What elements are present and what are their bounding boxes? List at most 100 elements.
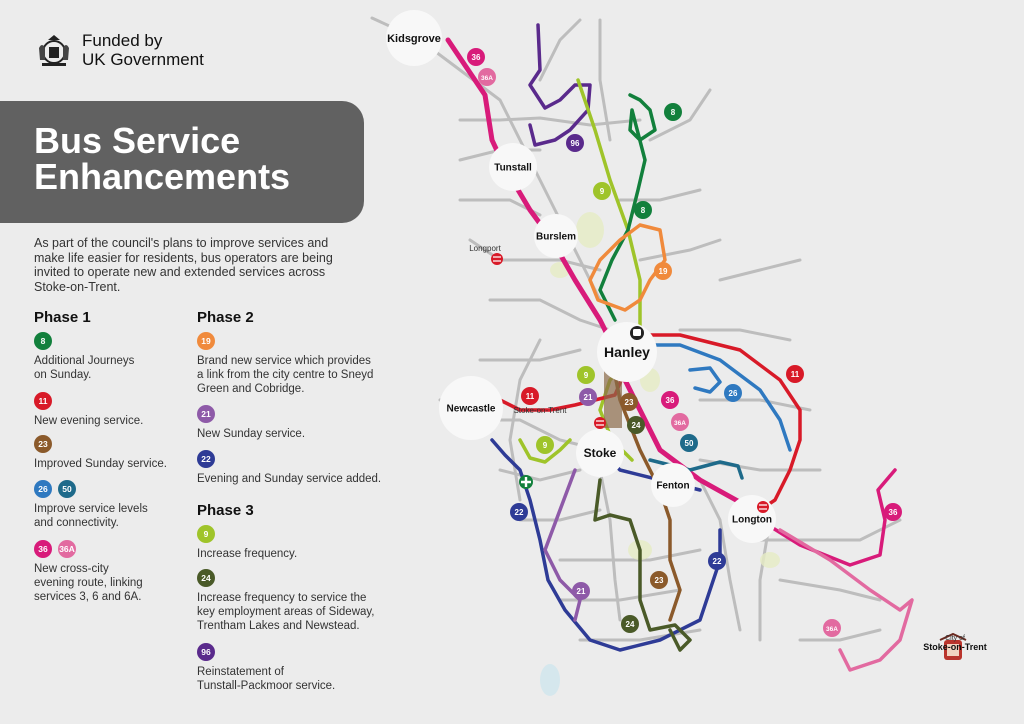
place-label: Longton: [732, 515, 772, 526]
map-route-badge: [478, 68, 496, 86]
route-36a-line: [778, 528, 914, 672]
map-route-number: 11: [526, 392, 535, 401]
bus-station-icon: [630, 326, 644, 340]
map-route-number: 36: [472, 53, 481, 62]
route-badge: 8: [34, 332, 52, 350]
footer-line1: City of: [945, 635, 965, 642]
map-route-badge: [620, 393, 638, 411]
map-route-badge: [579, 388, 597, 406]
map-route-number: 23: [625, 398, 634, 407]
map-route-number: 21: [584, 393, 593, 402]
place-label: Kidsgrove: [387, 33, 441, 45]
route-8-line: [598, 93, 657, 322]
route-26-line: [638, 343, 792, 452]
map-route-badge: [510, 503, 528, 521]
map-route-badge: [467, 48, 485, 66]
place-label: Newcastle: [447, 404, 496, 415]
route-24-line: [593, 478, 692, 652]
page-title: Bus Service Enhancements: [34, 120, 291, 197]
map-route-badge: [671, 413, 689, 431]
city-of-stoke-logo: City of Stoke-on-Trent: [918, 635, 992, 652]
map-route-number: 24: [626, 620, 635, 629]
map-route-badge: [680, 434, 698, 452]
route-badge: 50: [58, 480, 76, 498]
map-route-badge: [786, 365, 804, 383]
map-route-badge: [650, 571, 668, 589]
funded-line1: Funded by: [82, 31, 163, 50]
phase2-heading: Phase 2: [197, 309, 254, 326]
route-badge: 21: [197, 405, 215, 423]
place-label: Hanley: [604, 344, 650, 360]
map-route-number: 36A: [826, 626, 838, 633]
legend-description: New cross-city evening route, linking se…: [34, 563, 143, 603]
route-badge: 26: [34, 480, 52, 498]
route-badge: 96: [197, 643, 215, 661]
map-route-number: 22: [713, 557, 722, 566]
legend-description: New Sunday service.: [197, 428, 306, 440]
phase3-heading: Phase 3: [197, 502, 254, 519]
route-badge: 24: [197, 569, 215, 587]
funded-by-logo: Funded by UK Government: [34, 30, 204, 70]
route-bundle: [604, 368, 622, 428]
legend-description: Reinstatement of Tunstall-Packmoor servi…: [197, 666, 336, 692]
place-label: Tunstall: [494, 163, 532, 174]
hospital-icon: [519, 475, 533, 489]
legend-description: Increase frequency to service the key em…: [197, 592, 375, 632]
map-route-number: 8: [641, 206, 646, 215]
route-36-east-line: [758, 468, 897, 567]
phase1-heading: Phase 1: [34, 309, 91, 326]
legend-description: Improved Sunday service.: [34, 458, 167, 470]
map-route-badge: [724, 384, 742, 402]
place-bubble: [576, 429, 624, 477]
map-route-number: 11: [791, 370, 800, 379]
legend-description: Improve service levels and connectivity.: [34, 503, 148, 529]
place-labels: KidsgroveTunstallBurslemHanleyNewcastleS…: [386, 10, 776, 543]
map-route-number: 19: [659, 267, 668, 276]
place-label: Stoke: [584, 446, 617, 460]
route-11-line: [498, 333, 802, 512]
map-route-number: 96: [571, 139, 580, 148]
small-place-label: Stoke-on-Trent: [513, 406, 567, 415]
map-route-badge: [634, 201, 652, 219]
map-route-badge: [654, 262, 672, 280]
map-route-badge: [621, 615, 639, 633]
route-36-line: [445, 37, 748, 508]
title-banner: Bus Service Enhancements: [0, 101, 364, 223]
route-9-west-line: [518, 438, 572, 464]
route-21-line: [543, 468, 582, 622]
map-route-badge: [627, 416, 645, 434]
map-route-number: 21: [577, 587, 586, 596]
map-route-badge: [536, 436, 554, 454]
map-route-badge: [664, 103, 682, 121]
route-badge: 11: [34, 392, 52, 410]
map-route-number: 36: [666, 396, 675, 405]
royal-crest-icon: [39, 35, 69, 66]
map-route-number: 50: [685, 439, 694, 448]
map-route-number: 23: [655, 576, 664, 585]
place-bubble: [439, 376, 503, 440]
place-bubble: [651, 463, 695, 507]
map-route-number: 36A: [481, 75, 493, 82]
place-bubble: [386, 10, 442, 66]
map-route-number: 9: [543, 441, 548, 450]
route-badge: 9: [197, 525, 215, 543]
map-route-badge: [566, 134, 584, 152]
legend-description: Evening and Sunday service added.: [197, 473, 382, 485]
route-96-line: [528, 23, 592, 147]
map-route-badge: [884, 503, 902, 521]
map-route-number: 8: [671, 108, 676, 117]
map-route-number: 26: [729, 389, 738, 398]
route-19-line: [588, 223, 667, 312]
map-route-badge: [593, 182, 611, 200]
footer-line2: Stoke-on-Trent: [923, 642, 987, 652]
